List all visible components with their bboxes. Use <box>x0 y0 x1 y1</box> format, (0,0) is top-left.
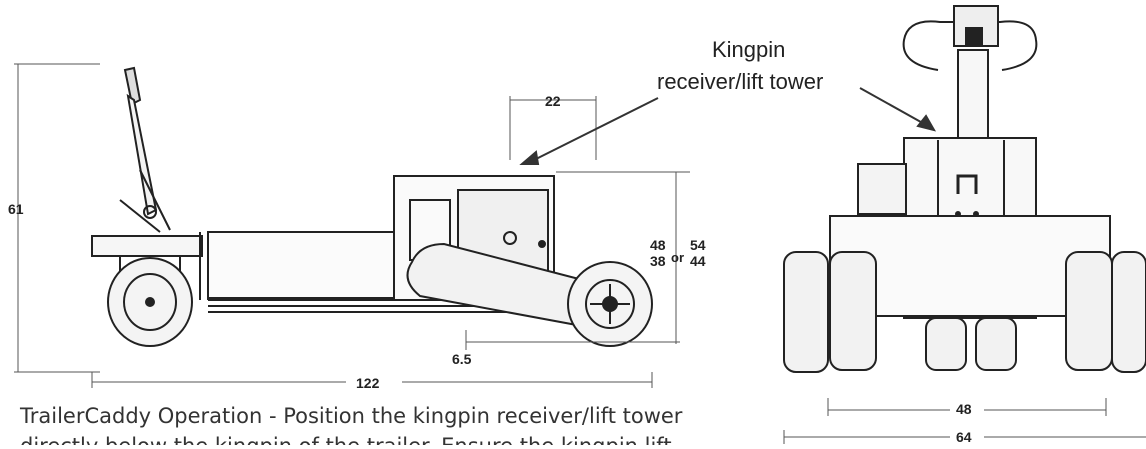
front-callout-arrow <box>859 87 937 132</box>
rear-wheel <box>567 261 653 347</box>
dim-right-38: 38 <box>650 253 666 269</box>
callout-kingpin: Kingpin <box>712 37 785 62</box>
callout-arrow <box>519 97 659 165</box>
dim-length-122: 122 <box>356 375 380 391</box>
dim-clearance-6-5: 6.5 <box>452 351 472 367</box>
chassis <box>207 231 580 313</box>
height-dimension <box>14 63 100 373</box>
ground-clearance-dimension <box>465 330 680 350</box>
right-height-dimension <box>556 171 690 344</box>
caption-line-1: TrailerCaddy Operation - Position the ki… <box>20 404 683 428</box>
dim-right-48: 48 <box>650 237 666 253</box>
caption: TrailerCaddy Operation - Position the ki… <box>20 401 800 445</box>
front-handlebar <box>902 5 1038 141</box>
front-view: Kingpin receiver/lift tower <box>657 5 1146 446</box>
dim-right-or: or <box>671 250 684 265</box>
dim-outer-64: 64 <box>956 429 972 445</box>
front-wheels <box>783 251 1146 373</box>
dim-right-44: 44 <box>690 253 706 269</box>
dim-right-54: 54 <box>690 237 706 253</box>
front-wheel <box>107 250 193 347</box>
side-view: 61 <box>8 63 706 391</box>
caption-line-2: directly below the kingpin of the traile… <box>20 431 800 445</box>
dim-inner-48: 48 <box>956 401 972 417</box>
dim-top-22: 22 <box>545 93 561 109</box>
front-side-box <box>857 163 907 215</box>
tow-handle <box>119 66 171 233</box>
callout-receiver-lift-tower: receiver/lift tower <box>657 69 823 94</box>
dim-height-61: 61 <box>8 201 24 217</box>
